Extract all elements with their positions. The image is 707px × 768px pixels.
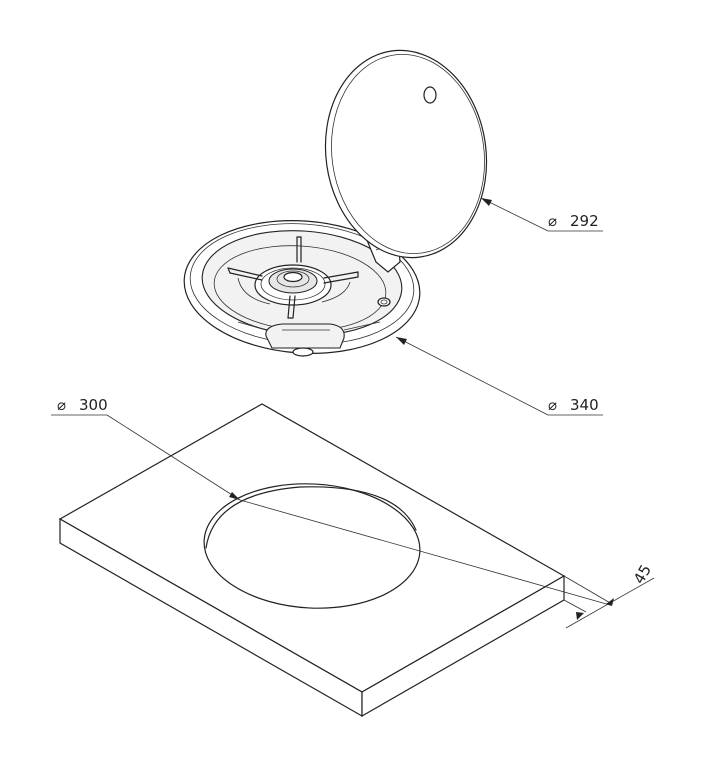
- thickness-value: 45: [630, 561, 655, 587]
- cutout-diameter-symbol: ⌀: [57, 396, 66, 414]
- dimension-lid-diameter: ⌀ 292: [480, 197, 603, 232]
- ignition-knob: [377, 297, 391, 307]
- lid-disc: [324, 49, 488, 259]
- lid-edge: [331, 54, 485, 254]
- lid-diameter-value: 292: [570, 212, 599, 230]
- hob: [183, 189, 421, 357]
- burner: [254, 264, 332, 306]
- worktop: [58, 403, 566, 718]
- hob-diameter-value: 340: [570, 396, 599, 414]
- dimension-hob-diameter: ⌀ 340: [395, 336, 603, 416]
- worktop-cutout: [203, 483, 421, 609]
- hob-diameter-symbol: ⌀: [548, 396, 557, 414]
- pan-support: [227, 236, 359, 319]
- cutout-diameter-value: 300: [79, 396, 108, 414]
- lid-handle-hole: [423, 86, 437, 104]
- glass-lid: [324, 49, 488, 259]
- control-bracket: [237, 321, 381, 357]
- cutout-inner-edge: [205, 486, 417, 549]
- lid-diameter-symbol: ⌀: [548, 212, 557, 230]
- dimension-cutout-diameter: ⌀ 300: [51, 396, 611, 606]
- dimension-worktop-thickness: 45: [563, 561, 655, 629]
